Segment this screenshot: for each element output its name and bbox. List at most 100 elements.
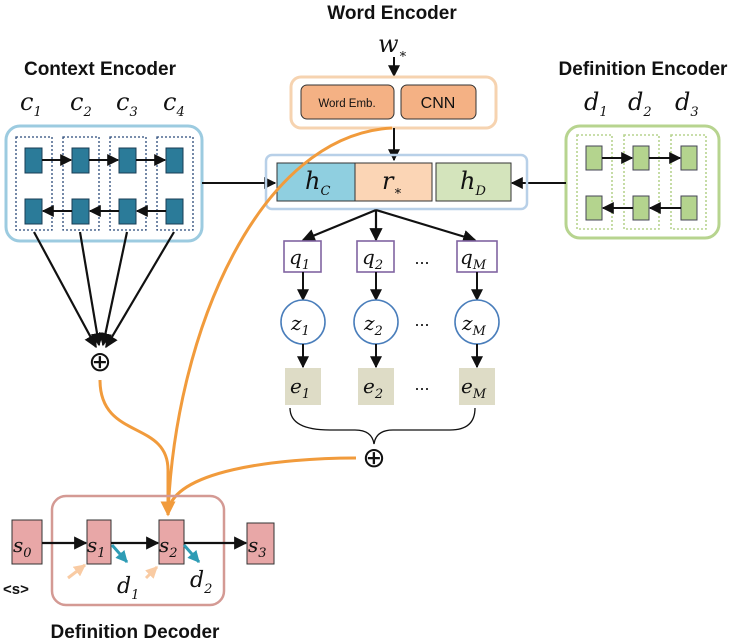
decoder-output-d2: d2 bbox=[190, 568, 212, 597]
context-forward-node bbox=[165, 147, 184, 174]
context-fanin-line bbox=[105, 231, 175, 349]
em-label: eM bbox=[461, 374, 487, 402]
context-encoder-title: Context Encoder bbox=[24, 59, 177, 80]
context-sum-operator: ⊕ bbox=[88, 345, 111, 378]
context-input-c1: c1 bbox=[20, 88, 42, 120]
definition-column bbox=[670, 134, 707, 230]
context-backward-node bbox=[118, 198, 137, 225]
r-box bbox=[354, 162, 433, 202]
definition-columns bbox=[576, 134, 707, 230]
q-to-z-arrows bbox=[297, 272, 483, 302]
word-emb-box bbox=[300, 84, 395, 120]
q2-box bbox=[356, 240, 395, 273]
q2-label: q2 bbox=[362, 245, 383, 273]
e2-label: e2 bbox=[363, 374, 383, 402]
decoder-frame bbox=[50, 494, 226, 607]
q1-label: q1 bbox=[289, 245, 310, 273]
context-input-c3: c3 bbox=[116, 88, 138, 120]
concat-frame bbox=[264, 153, 529, 211]
word-input-label: w∗ bbox=[378, 30, 407, 62]
decoder-state-s3-label: s3 bbox=[248, 533, 267, 561]
decoder-output-arrow bbox=[110, 544, 129, 563]
z-ellipsis: ... bbox=[414, 310, 429, 330]
context-forward-node bbox=[71, 147, 90, 174]
e1-label: e1 bbox=[290, 374, 310, 402]
qm-label: qM bbox=[460, 245, 487, 273]
latent-to-decoder-link bbox=[166, 456, 357, 516]
e2-box bbox=[358, 368, 394, 405]
definition-forward-node bbox=[585, 145, 603, 171]
definition-column bbox=[576, 134, 613, 230]
decoder-input-arrows bbox=[67, 563, 159, 580]
definition-backward-node bbox=[585, 195, 603, 221]
word-to-decoder-link bbox=[166, 126, 393, 516]
decoder-output-d1: d1 bbox=[117, 574, 139, 603]
decoder-output-arrows bbox=[110, 544, 201, 563]
concat-to-q-arrow bbox=[375, 208, 477, 243]
hd-label: hD bbox=[460, 167, 486, 199]
context-backward-node bbox=[71, 198, 90, 225]
decoder-output-arrow bbox=[182, 544, 201, 563]
context-fanin-line bbox=[78, 231, 104, 347]
context-recurrent-arrows bbox=[41, 154, 167, 217]
definition-forward-node bbox=[632, 145, 650, 171]
definition-column bbox=[623, 134, 660, 230]
decoder-state-s1-label: s1 bbox=[87, 533, 106, 561]
context-column bbox=[156, 136, 194, 231]
em-box bbox=[459, 368, 495, 405]
hc-box bbox=[276, 162, 356, 202]
context-forward-node bbox=[118, 147, 137, 174]
context-fanin-lines bbox=[33, 231, 175, 349]
context-to-decoder-link bbox=[98, 379, 176, 517]
zm-label: zM bbox=[461, 311, 487, 339]
hd-box bbox=[435, 162, 512, 202]
context-forward-node bbox=[24, 147, 43, 174]
context-backward-node bbox=[165, 198, 184, 225]
decoder-state-s2 bbox=[158, 519, 185, 565]
decoder-start-token: <s> bbox=[3, 581, 29, 598]
r-label: r∗ bbox=[382, 167, 402, 199]
context-fanin-line bbox=[99, 231, 129, 347]
cnn-label: CNN bbox=[421, 95, 456, 112]
context-column bbox=[109, 136, 147, 231]
context-input-labels: c1 c2 c3 c4 bbox=[20, 88, 185, 120]
decoder-input-arrow bbox=[144, 565, 159, 580]
e-ellipsis: ... bbox=[414, 374, 429, 394]
decoder-state-s0-label: s0 bbox=[13, 533, 32, 561]
z-to-e-arrows bbox=[297, 344, 483, 369]
definition-backward-node bbox=[680, 195, 698, 221]
definition-backward-node bbox=[632, 195, 650, 221]
word-emb-label: Word Emb. bbox=[318, 98, 375, 110]
qm-box bbox=[456, 240, 498, 273]
definition-decoder-title: Definition Decoder bbox=[51, 622, 221, 642]
context-fanin-line bbox=[33, 231, 97, 349]
latent-sum-brace bbox=[289, 407, 476, 445]
definition-encoder-title: Definition Encoder bbox=[559, 59, 729, 80]
hc-label: hC bbox=[305, 167, 330, 199]
context-input-c4: c4 bbox=[163, 88, 185, 120]
definition-input-labels: d1 d2 d3 bbox=[584, 88, 699, 120]
concat-to-q-arrows bbox=[301, 208, 477, 243]
z2-label: z2 bbox=[363, 311, 383, 339]
context-column bbox=[62, 136, 100, 231]
definition-recurrent-arrows bbox=[601, 152, 682, 214]
context-columns bbox=[15, 136, 194, 231]
definition-forward-node bbox=[680, 145, 698, 171]
word-encoder-title: Word Encoder bbox=[327, 3, 457, 24]
definition-input-d3: d3 bbox=[675, 88, 699, 120]
definition-input-d1: d1 bbox=[584, 88, 608, 120]
concat-to-q-arrow bbox=[301, 208, 377, 242]
z1-label: z1 bbox=[290, 311, 310, 339]
decoder-input-arrow bbox=[67, 563, 86, 580]
context-input-c2: c2 bbox=[70, 88, 92, 120]
q-ellipsis: ... bbox=[414, 248, 429, 268]
latent-sum-operator: ⊕ bbox=[362, 441, 385, 474]
definition-encoder-frame bbox=[564, 124, 721, 240]
context-column bbox=[15, 136, 53, 231]
cnn-box bbox=[400, 84, 477, 120]
definition-nodes bbox=[585, 145, 698, 221]
decoder-state-s3 bbox=[246, 522, 275, 565]
definition-input-d2: d2 bbox=[628, 88, 652, 120]
decoder-state-s2-label: s2 bbox=[159, 533, 178, 561]
